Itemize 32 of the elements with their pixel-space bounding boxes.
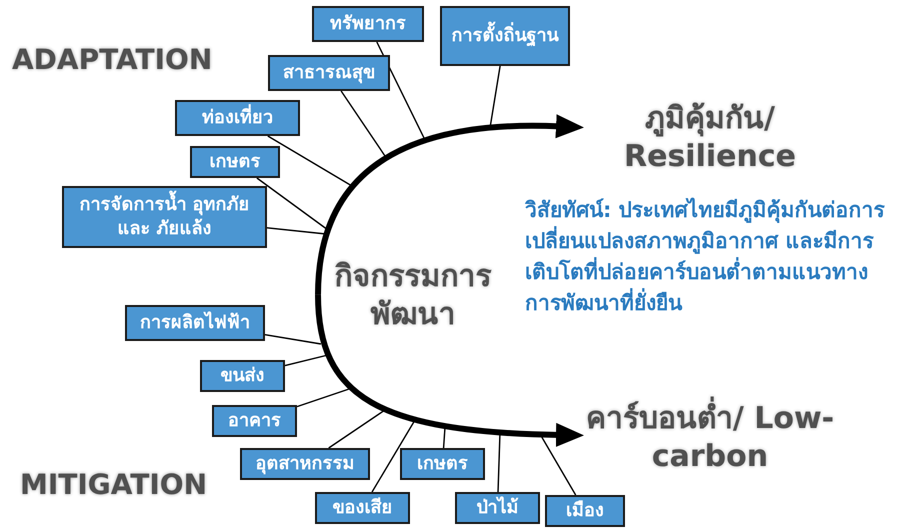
leader-line [267, 135, 352, 187]
sector-box: เมือง [545, 495, 625, 527]
sector-box: สาธารณสุข [268, 55, 390, 91]
section-label: ADAPTATION [12, 42, 214, 78]
sector-box: ของเสีย [315, 492, 410, 524]
curved-arrow [315, 294, 584, 447]
leader-line [442, 426, 446, 448]
sector-box: ป่าไม้ [455, 492, 540, 524]
sector-box: อาคาร [212, 405, 297, 437]
sector-box: เกษตร [190, 146, 280, 178]
leader-line [264, 334, 322, 345]
heading-text: ภูมิคุ้มกัน/ Resilience [560, 100, 860, 185]
sector-box: อุตสาหกรรม [240, 448, 370, 480]
leader-line [256, 177, 328, 231]
leader-line [328, 409, 386, 449]
heading-text: กิจกรรมการพัฒนา [318, 258, 508, 334]
leader-line [371, 420, 416, 492]
section-label: MITIGATION [20, 467, 208, 503]
sector-box: เกษตร [400, 448, 485, 480]
sector-box: การจัดการน้ำ อุทกภัย และ ภัยแล้ง [62, 186, 267, 248]
sector-box: ทรัพยากร [312, 6, 424, 42]
leader-line [376, 42, 426, 140]
leader-line [340, 90, 386, 156]
vision-statement: วิสัยทัศน์: ประเทศไทยมีภูมิคุ้มกันต่อการเปลี่ยนแปลงสภาพภูมิอากาศ และมีการเติบโตที่ปล่อยคาร์บอนต่ำตามแนวทางการพัฒนาที่ยั่งยืน [525, 196, 886, 317]
leader-line [266, 227, 326, 235]
sector-box: ขนส่ง [200, 360, 285, 392]
sector-box: ท่องเที่ยว [175, 100, 300, 136]
leader-line [296, 387, 352, 408]
leader-line [284, 354, 328, 366]
sector-box: การผลิตไฟฟ้า [125, 305, 265, 341]
sector-box: การตั้งถิ่นฐาน [440, 6, 570, 66]
curved-arrow [315, 114, 584, 295]
